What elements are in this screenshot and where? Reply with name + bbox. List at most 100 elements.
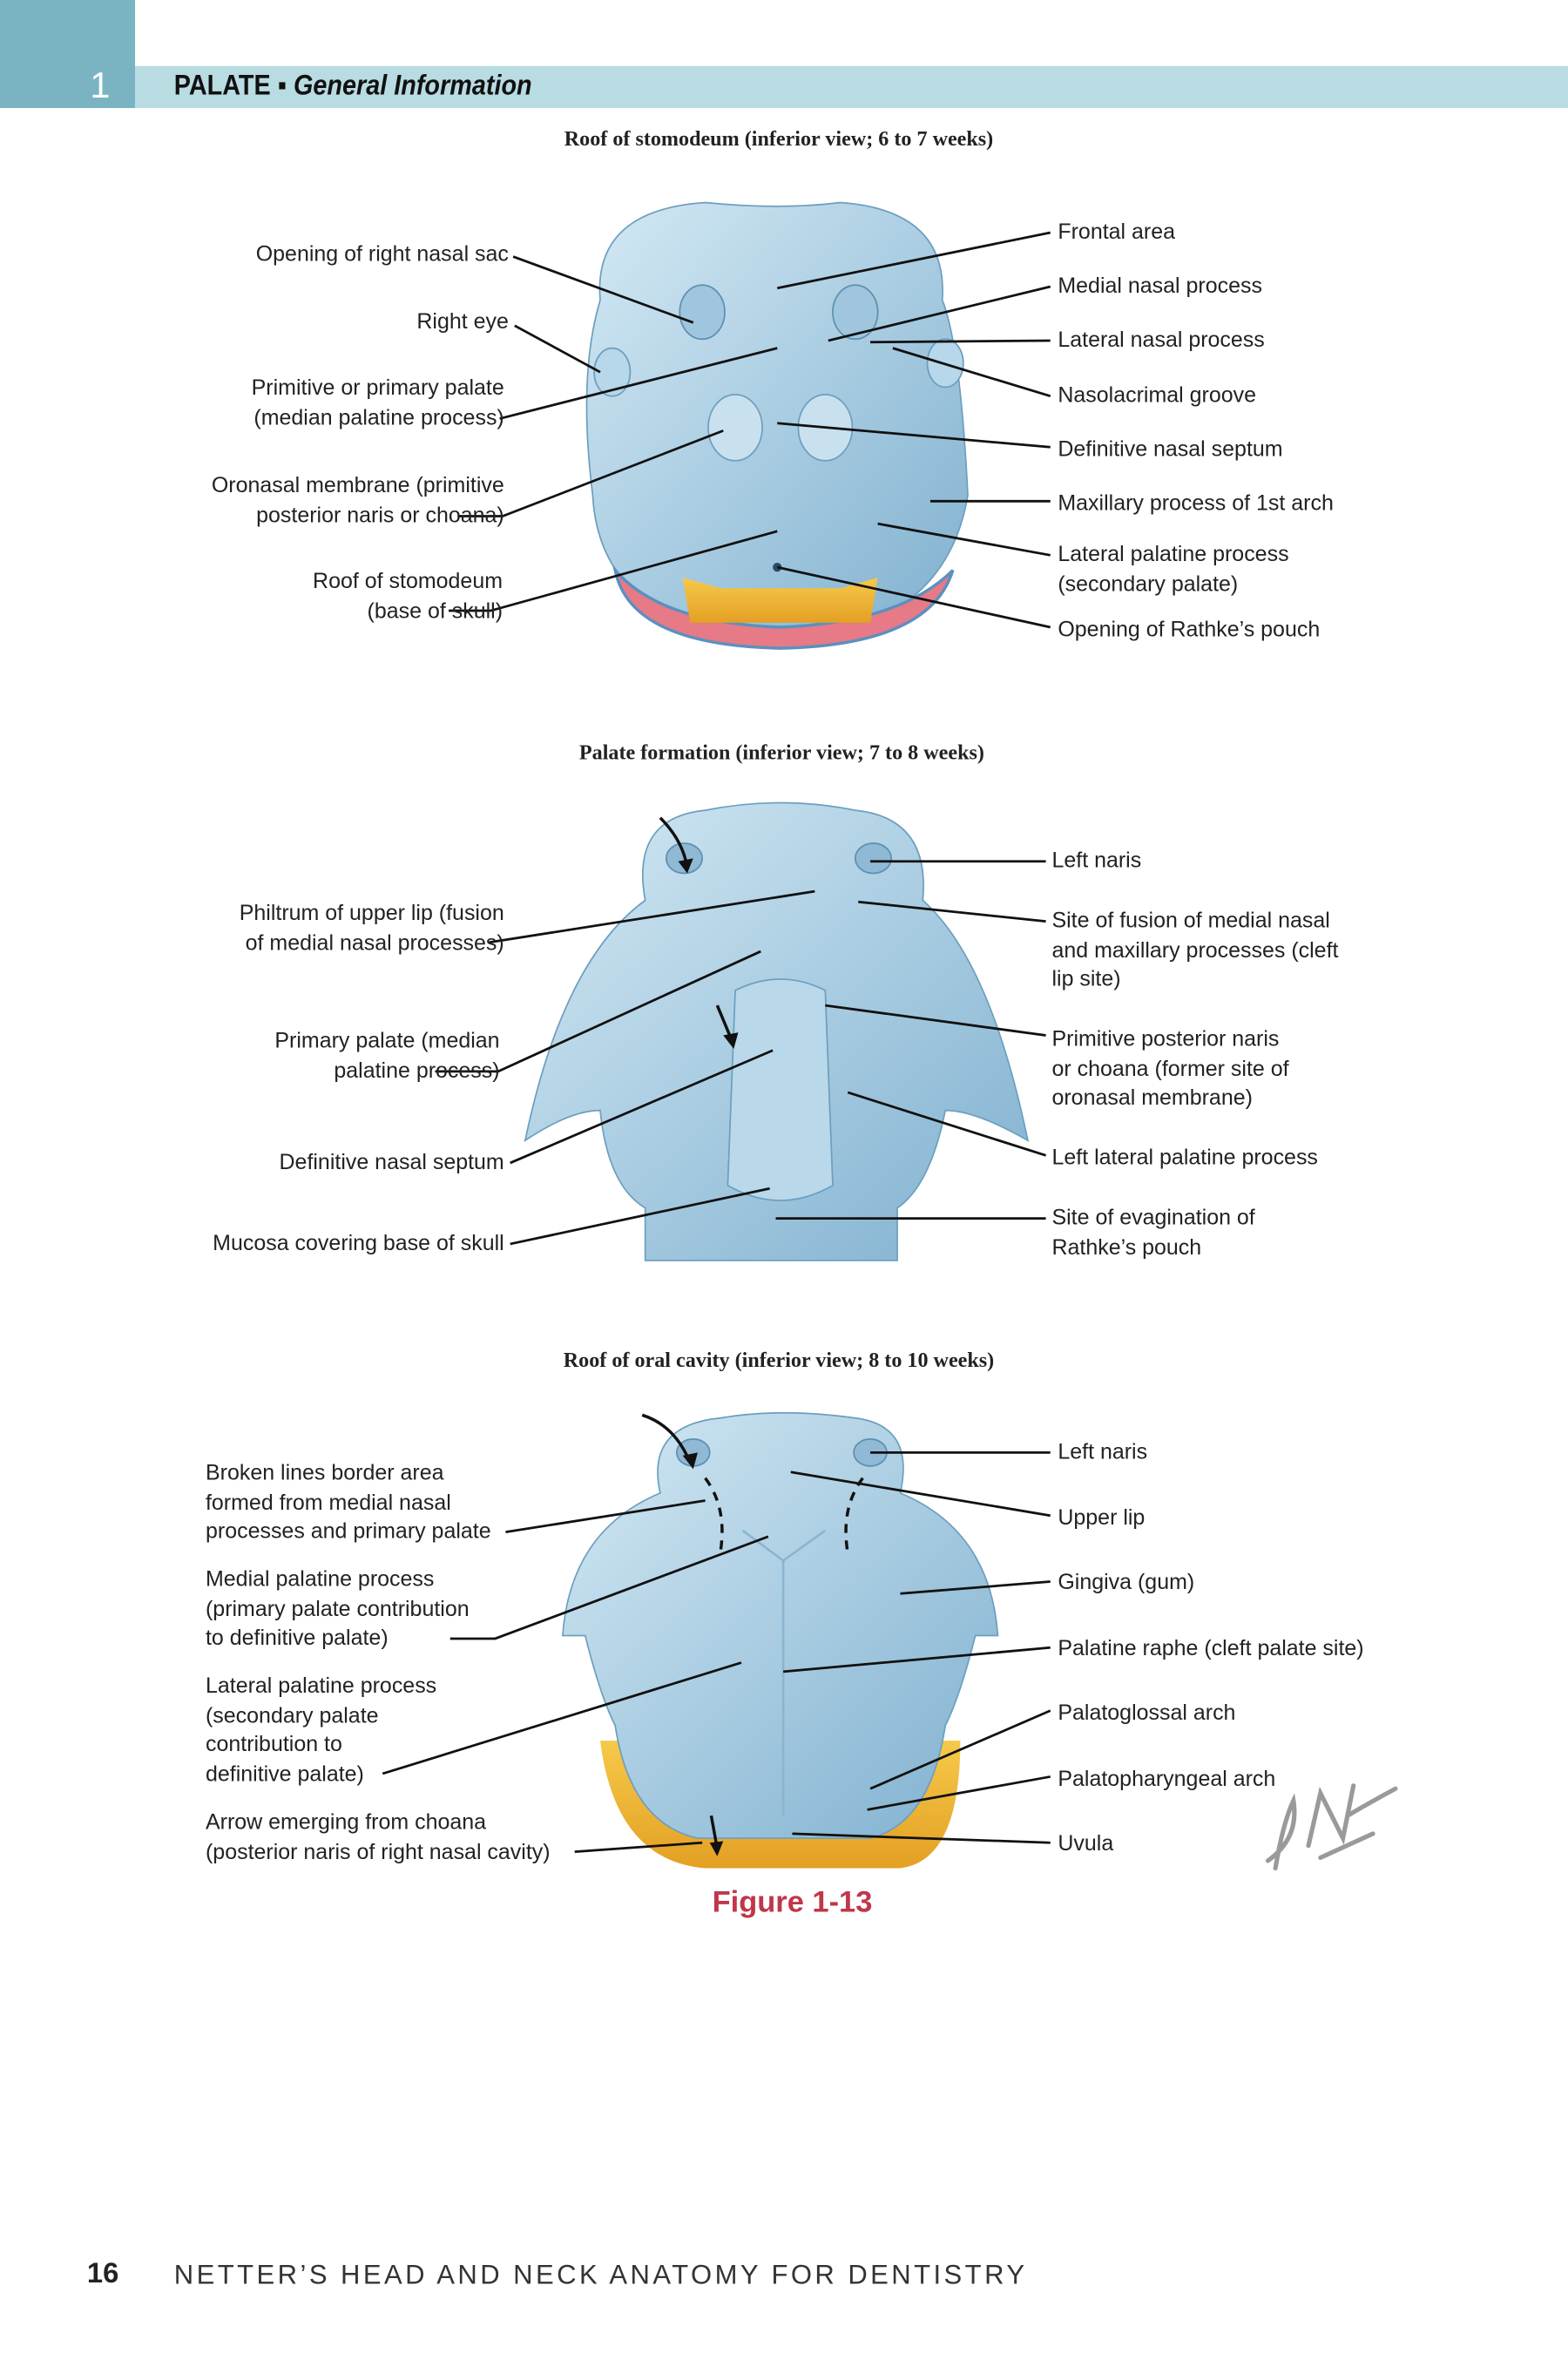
diagram2-right-label: Left lateral palatine process — [1051, 1145, 1317, 1174]
label-line: Mucosa covering base of skull — [213, 1232, 504, 1256]
diagram1-title: Roof of stomodeum (inferior view; 6 to 7… — [564, 129, 994, 152]
diagram3-right-label: Upper lip — [1058, 1505, 1145, 1535]
chapter-tab — [0, 0, 136, 109]
label-line: Maxillary process of 1st arch — [1058, 491, 1334, 517]
label-line: Frontal area — [1058, 220, 1176, 245]
label-line: Site of fusion of medial nasal — [1051, 909, 1330, 934]
label-line: Upper lip — [1058, 1506, 1146, 1531]
label-line: of medial nasal processes) — [245, 930, 504, 956]
label-line: Opening of Rathke’s pouch — [1058, 618, 1321, 643]
label-line: Definitive nasal septum — [1058, 437, 1283, 463]
section-subtitle: General Information — [293, 70, 532, 103]
label-line: Left lateral palatine process — [1051, 1146, 1318, 1171]
diagram1-left-label: Oronasal membrane (primitive posterior na… — [212, 473, 504, 531]
palate-formation-illustration — [524, 801, 1030, 1261]
diagram2-left-label: Mucosa covering base of skull — [213, 1230, 504, 1260]
label-line: Philtrum of upper lip (fusion — [239, 902, 504, 926]
label-line: oronasal membrane) — [1051, 1086, 1253, 1111]
diagram2-right-label: Left naris — [1051, 848, 1141, 877]
separator: ▪ — [277, 70, 287, 103]
page-number: 16 — [86, 2258, 119, 2290]
label-line: Primitive or primary palate — [251, 376, 504, 401]
diagram3-right-label: Uvula — [1058, 1830, 1113, 1860]
label-line: lip site) — [1051, 968, 1121, 992]
diagram1-left-label: Primitive or primary palate (median palat… — [252, 375, 504, 434]
diagram3-right-label: Palatoglossal arch — [1058, 1701, 1235, 1730]
label-line: Medial palatine process — [205, 1568, 435, 1592]
header-band — [135, 65, 1568, 109]
diagram1-right-label: Lateral nasal process — [1058, 328, 1264, 357]
label-line: posterior naris or choana) — [256, 503, 504, 528]
label-line: (base of skull) — [367, 599, 504, 624]
diagram3-left-label: Medial palatine process(primary palate c… — [206, 1566, 470, 1654]
book-title: NETTER’S HEAD AND NECK ANATOMY FOR DENTI… — [173, 2260, 1028, 2290]
label-line: to definitive palate) — [205, 1626, 389, 1651]
figure-label: Figure 1-13 — [712, 1886, 873, 1920]
netter-signature — [1265, 1783, 1398, 1871]
diagram1-right-label: Medial nasal process — [1058, 273, 1262, 302]
diagram3-right-label: Palatopharyngeal arch — [1058, 1766, 1275, 1795]
label-line: Opening of right nasal sac — [255, 243, 509, 267]
label-line: Arrow emerging from choana — [205, 1811, 487, 1836]
label-line: Medial nasal process — [1058, 274, 1262, 299]
diagram3-right-label: Palatine raphe (cleft palate site) — [1058, 1636, 1363, 1666]
diagram1-right-label: Maxillary process of 1st arch — [1058, 490, 1333, 520]
diagram1-right-label: Nasolacrimal groove — [1058, 382, 1256, 412]
diagram1-left-label: Right eye — [416, 309, 509, 339]
section-name: PALATE — [173, 70, 271, 103]
label-line: Definitive nasal septum — [279, 1151, 504, 1175]
label-line: Right eye — [416, 310, 509, 335]
diagram3-right-label: Gingiva (gum) — [1058, 1570, 1194, 1599]
label-line: Palatoglossal arch — [1058, 1701, 1236, 1726]
label-line: Gingiva (gum) — [1058, 1571, 1195, 1596]
diagram2-right-label: Primitive posterior naris or choana (form… — [1051, 1026, 1288, 1114]
oral-cavity-roof-illustration — [562, 1411, 999, 1869]
diagram2-left-label: Definitive nasal septum — [280, 1149, 504, 1179]
leader-lines — [382, 231, 1051, 1853]
label-line: Oronasal membrane (primitive — [211, 474, 504, 498]
diagram2-left-label: Philtrum of upper lip (fusion of medial n… — [240, 901, 504, 959]
label-line: Palatine raphe (cleft palate site) — [1058, 1637, 1364, 1661]
label-line: contribution to — [205, 1733, 342, 1758]
label-line: Left naris — [1058, 1440, 1148, 1465]
label-line: (secondary palate) — [1058, 572, 1239, 597]
diagram1-right-label: Definitive nasal septum — [1058, 436, 1282, 466]
diagram2-right-label: Site of fusion of medial nasal and maxill… — [1051, 908, 1338, 996]
stomodeum-illustration — [585, 201, 969, 650]
diagram3-left-label: Broken lines border area formed from medi… — [206, 1460, 491, 1548]
label-line: (posterior naris of right nasal cavity) — [205, 1840, 551, 1865]
label-line: Palatopharyngeal arch — [1058, 1768, 1276, 1792]
label-line: Lateral nasal process — [1058, 328, 1265, 353]
label-line: Site of evagination of — [1051, 1206, 1255, 1231]
diagram1-left-label: Opening of right nasal sac — [256, 241, 509, 271]
label-line: Broken lines border area — [205, 1461, 444, 1486]
label-line: Rathke’s pouch — [1051, 1235, 1202, 1261]
chapter-number: 1 — [90, 65, 111, 107]
label-line: Roof of stomodeum — [313, 570, 504, 595]
label-line: Nasolacrimal groove — [1058, 383, 1257, 409]
label-line: Primitive posterior naris — [1051, 1027, 1280, 1052]
diagram1-right-label: Frontal area — [1058, 219, 1175, 248]
label-line: Lateral palatine process — [205, 1674, 437, 1699]
label-line: (median palatine process) — [253, 405, 504, 430]
diagram3-left-label: Arrow emerging from choana (posterior nar… — [206, 1809, 551, 1868]
label-line: Lateral palatine process — [1058, 543, 1289, 568]
diagram2-title: Palate formation (inferior view; 7 to 8 … — [578, 742, 984, 766]
label-line: Left naris — [1051, 849, 1142, 874]
diagram3-title: Roof of oral cavity (inferior view; 8 to… — [563, 1350, 995, 1374]
label-line: (secondary palate — [205, 1703, 379, 1728]
running-header: PALATE ▪ General Information — [174, 69, 532, 105]
label-line: Primary palate (median — [274, 1029, 500, 1054]
label-line: or choana (former site of — [1051, 1057, 1289, 1082]
diagram1-left-label: Roof of stomodeum (base of skull) — [313, 569, 503, 627]
diagram2-right-label: Site of evagination of Rathke’s pouch — [1051, 1205, 1254, 1263]
label-line: definitive palate) — [205, 1762, 364, 1787]
label-line: formed from medial nasal — [205, 1491, 451, 1515]
diagram3-left-label: Lateral palatine process (secondary palat… — [206, 1673, 436, 1790]
label-line: palatine process) — [334, 1058, 500, 1083]
label-line: processes and primary palate — [205, 1519, 491, 1545]
label-line: and maxillary processes (cleft — [1051, 938, 1339, 963]
diagram1-right-label: Lateral palatine process (secondary palat… — [1058, 542, 1288, 600]
